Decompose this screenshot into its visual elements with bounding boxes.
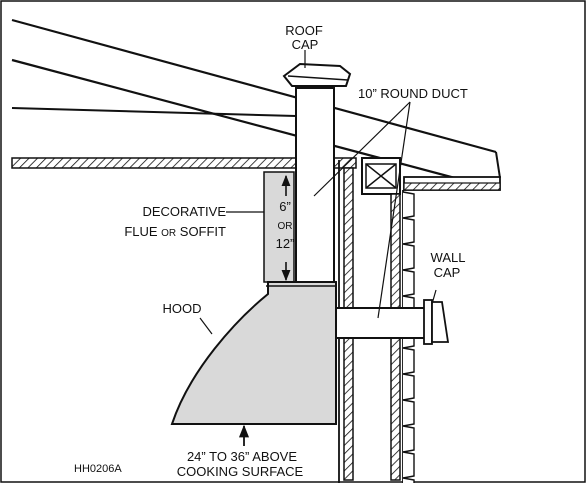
wall-cap-label-2: CAP xyxy=(434,265,461,280)
siding-board xyxy=(402,217,415,245)
roof-cap xyxy=(282,62,352,87)
height-or-label: OR xyxy=(278,221,293,232)
siding-board xyxy=(402,451,415,479)
duct-label: 10” ROUND DUCT xyxy=(358,86,468,101)
height-12-label: 12” xyxy=(276,236,295,251)
siding-board xyxy=(402,243,415,271)
top-plate-block xyxy=(361,157,401,195)
siding-board xyxy=(402,399,415,427)
wall-cap xyxy=(423,299,450,345)
vertical-duct xyxy=(295,87,335,285)
soffit-label-2: FLUE OR SOFFIT xyxy=(124,224,226,239)
hood-label: HOOD xyxy=(163,301,202,316)
height-6-label: 6” xyxy=(279,199,291,214)
above-surface-label-2: COOKING SURFACE xyxy=(177,464,304,479)
roof-cap-label-1: ROOF xyxy=(285,23,323,38)
siding-board xyxy=(402,373,415,401)
siding-board xyxy=(402,477,415,488)
range-hood xyxy=(170,281,337,425)
wall-cap-label-1: WALL xyxy=(431,250,466,265)
siding-board xyxy=(402,269,415,297)
ceiling-joist xyxy=(11,157,501,191)
leader-lines xyxy=(199,50,437,335)
siding-board xyxy=(402,425,415,453)
siding-board xyxy=(402,191,415,219)
roof-cap-label-2: CAP xyxy=(292,37,319,52)
above-surface-label-1: 24” TO 36” ABOVE xyxy=(187,449,297,464)
siding-board xyxy=(402,347,415,375)
figure-code: HH0206A xyxy=(74,463,122,475)
horizontal-duct xyxy=(335,307,429,339)
soffit-label-1: DECORATIVE xyxy=(142,204,226,219)
